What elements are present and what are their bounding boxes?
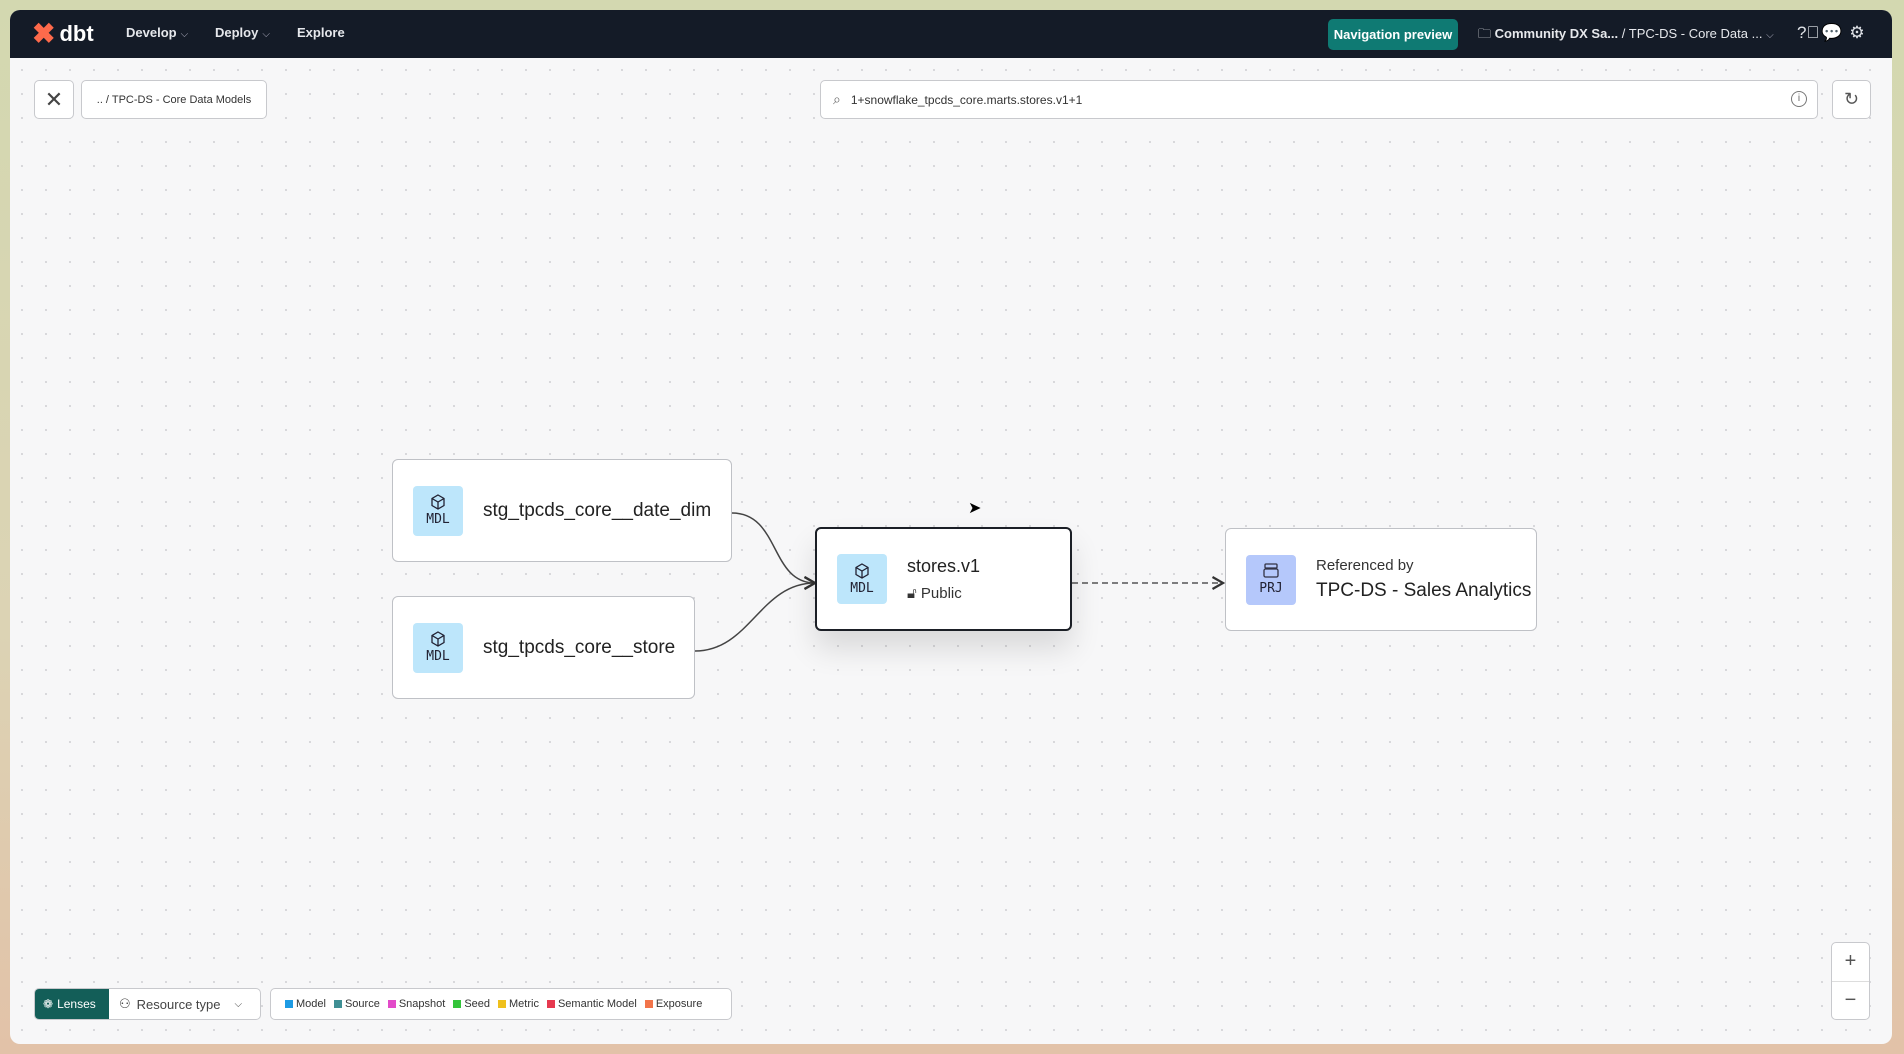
- search-value: 1+snowflake_tpcds_core.marts.stores.v1+1: [850, 92, 1083, 107]
- chevron-down-icon: ⌵: [180, 29, 189, 40]
- project-badge: PRJ: [1246, 554, 1296, 605]
- close-button[interactable]: ✕: [34, 80, 74, 119]
- node-label: stg_tpcds_core__date_dim: [483, 499, 712, 521]
- navigation-preview-button[interactable]: Navigation preview: [1328, 19, 1458, 50]
- legend-swatch: [285, 1000, 293, 1008]
- node-label: stores.v1: [907, 556, 981, 576]
- resource-type-select[interactable]: ⚇ Resource type ⌵: [109, 989, 242, 1019]
- access-label: Public: [920, 585, 962, 602]
- unlock-icon: 🔓︎: [907, 585, 917, 602]
- cube-icon: [431, 494, 445, 510]
- folder-icon: 🗀: [1478, 26, 1495, 41]
- legend-label: Source: [344, 998, 380, 1010]
- badge-label: PRJ: [1259, 581, 1283, 596]
- badge-label: MDL: [426, 649, 450, 664]
- chevron-down-icon: ⌵: [262, 29, 270, 40]
- top-nav: ✖dbt Develop⌵ Deploy⌵ Explore Navigation…: [10, 10, 1892, 58]
- zoom-in-button[interactable]: +: [1832, 943, 1869, 982]
- help-icon[interactable]: ?⃝: [1797, 23, 1820, 42]
- node-stg-store[interactable]: MDL stg_tpcds_core__store: [392, 596, 695, 699]
- edge-date-dim-to-stores: [731, 512, 818, 590]
- node-stg-date-dim[interactable]: MDL stg_tpcds_core__date_dim: [392, 459, 732, 562]
- nav-label: Develop: [126, 25, 177, 40]
- project-switcher[interactable]: 🗀 Community DX Sa... / TPC-DS - Core Dat…: [1478, 25, 1774, 47]
- legend-item: Exposure: [644, 998, 703, 1010]
- app-window: ✖dbt Develop⌵ Deploy⌵ Explore Navigation…: [10, 10, 1892, 1044]
- node-stores-v1[interactable]: MDL stores.v1 🔓︎ Public: [815, 527, 1072, 631]
- lens-icon: ❁: [43, 997, 54, 1011]
- account-name: Community DX Sa...: [1494, 26, 1619, 41]
- node-label: TPC-DS - Sales Analytics: [1316, 580, 1532, 601]
- nav-explore[interactable]: Explore: [297, 25, 345, 40]
- lenses-button[interactable]: ❁Lenses: [35, 989, 109, 1019]
- zoom-out-button[interactable]: −: [1844, 988, 1857, 1011]
- breadcrumb[interactable]: .. / TPC-DS - Core Data Models: [81, 80, 267, 119]
- search-input[interactable]: ⌕ 1+snowflake_tpcds_core.marts.stores.v1+…: [820, 80, 1818, 119]
- node-project-reference[interactable]: PRJ Referenced by TPC-DS - Sales Analyti…: [1225, 528, 1537, 631]
- model-badge: MDL: [837, 554, 887, 604]
- node-caption: Referenced by: [1316, 557, 1414, 574]
- mouse-cursor-icon: ➤: [968, 500, 982, 517]
- node-label: stg_tpcds_core__store: [483, 636, 676, 658]
- legend-item: Snapshot: [387, 998, 446, 1010]
- legend-item: Model: [285, 998, 326, 1010]
- zoom-controls: + −: [1831, 942, 1870, 1020]
- legend-label: Metric: [509, 998, 539, 1010]
- separator: /: [1621, 26, 1626, 41]
- project-name: TPC-DS - Core Data ...: [1628, 26, 1763, 41]
- legend-swatch: [644, 1000, 653, 1008]
- legend-label: Seed: [464, 998, 491, 1010]
- lenses-control: ❁Lenses ⚇ Resource type ⌵: [34, 988, 261, 1020]
- info-icon[interactable]: i: [1791, 91, 1807, 107]
- logo-text: dbt: [59, 21, 94, 46]
- legend-item: Semantic Model: [546, 998, 637, 1010]
- cube-icon: [431, 631, 445, 647]
- nav-label: Deploy: [215, 25, 259, 40]
- close-icon: ✕: [44, 86, 64, 112]
- legend-item: Metric: [498, 998, 539, 1010]
- legend-swatch: [498, 1000, 507, 1008]
- edge-store-to-stores: [694, 576, 818, 652]
- resource-type-label: Resource type: [136, 996, 221, 1012]
- nav-label: Explore: [297, 25, 345, 40]
- dbt-logo-icon: ✖: [32, 18, 56, 49]
- badge-label: MDL: [850, 580, 874, 596]
- cube-icon: [855, 562, 869, 579]
- nav-deploy[interactable]: Deploy⌵: [215, 25, 270, 40]
- model-badge: MDL: [413, 622, 463, 673]
- nav-develop[interactable]: Develop⌵: [126, 25, 188, 40]
- chevron-down-icon: ⌵: [234, 998, 243, 1010]
- legend-label: Exposure: [655, 998, 703, 1010]
- legend-swatch: [453, 1000, 462, 1008]
- legend-item: Source: [333, 998, 380, 1010]
- legend-swatch: [333, 1000, 342, 1008]
- search-icon: ⌕: [833, 91, 841, 107]
- badge-label: MDL: [426, 512, 450, 527]
- legend-label: Semantic Model: [557, 998, 637, 1010]
- refresh-icon: ↻: [1843, 89, 1860, 109]
- model-badge: MDL: [413, 485, 463, 536]
- legend-label: Snapshot: [398, 998, 446, 1010]
- resource-legend: Model Source Snapshot Seed Metric Semantic Mo…: [270, 988, 732, 1020]
- legend-swatch: [387, 1000, 396, 1008]
- lenses-label: Lenses: [57, 997, 96, 1011]
- chevron-down-icon: ⌵: [1766, 30, 1774, 41]
- legend-swatch: [546, 1000, 555, 1008]
- legend-item: Seed: [453, 998, 490, 1010]
- feedback-icon[interactable]: 💬: [1821, 23, 1843, 42]
- nodes-icon: ⚇: [119, 996, 131, 1011]
- stack-icon: [1263, 563, 1279, 578]
- refresh-button[interactable]: ↻: [1832, 80, 1871, 119]
- legend-label: Model: [296, 998, 326, 1010]
- gear-icon[interactable]: ⚙: [1849, 23, 1865, 42]
- lineage-edges: [694, 512, 1226, 652]
- dbt-logo[interactable]: ✖dbt: [32, 20, 94, 48]
